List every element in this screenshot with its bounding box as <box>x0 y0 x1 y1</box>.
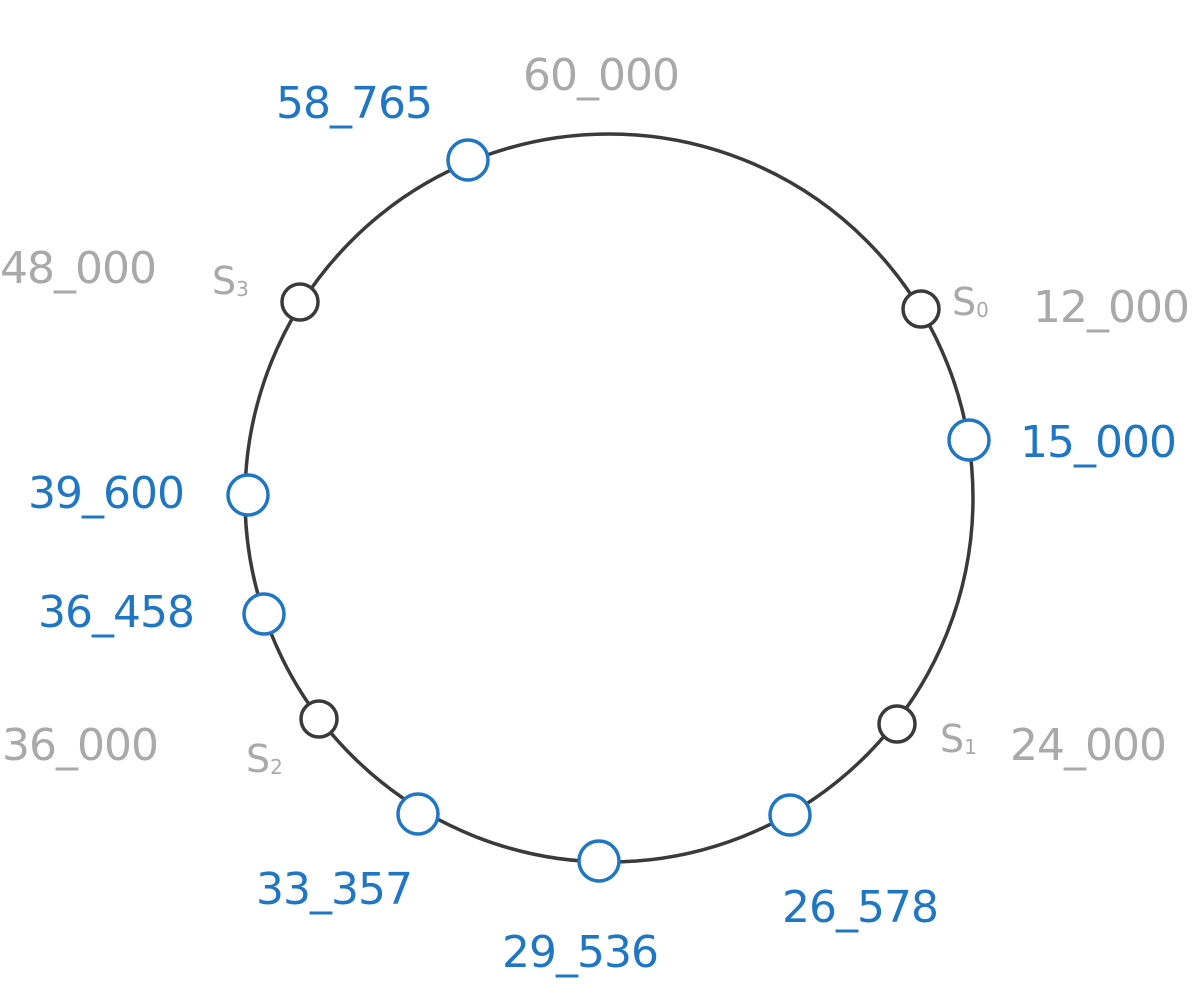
server-node <box>280 282 320 322</box>
server-s2: S2 36_000 <box>2 699 339 781</box>
hash-ring <box>243 132 975 864</box>
server-index: 0 <box>976 298 989 322</box>
server-position-label: 48_000 <box>0 243 156 294</box>
key-node <box>396 792 440 836</box>
key-position-label: 33_357 <box>256 864 412 915</box>
ring-max-label: 60_000 <box>523 50 679 101</box>
key-position-label: 39_600 <box>28 468 184 519</box>
key-node <box>947 418 991 462</box>
svg-text:S3: S3 <box>212 259 249 303</box>
server-position-label: 24_000 <box>1010 720 1166 771</box>
server-s3: S3 48_000 <box>0 243 320 322</box>
key-36458: 36_458 <box>38 587 286 638</box>
server-name: S <box>246 737 270 781</box>
key-position-label: 26_578 <box>782 882 938 933</box>
server-index: 2 <box>270 755 283 779</box>
server-index: 1 <box>964 735 977 759</box>
server-position-label: 12_000 <box>1033 282 1189 333</box>
key-node <box>577 839 621 883</box>
server-index: 3 <box>236 277 249 301</box>
key-node <box>242 592 286 636</box>
svg-text:S2: S2 <box>246 737 283 781</box>
server-s0: S0 12_000 <box>901 280 1190 333</box>
server-node <box>299 699 339 739</box>
server-s1: S1 24_000 <box>877 704 1167 771</box>
key-29536: 29_536 <box>502 839 659 978</box>
server-position-label: 36_000 <box>2 720 158 771</box>
key-node <box>768 793 812 837</box>
key-position-label: 36_458 <box>38 587 194 638</box>
svg-text:S1: S1 <box>940 717 977 761</box>
key-58765: 58_765 <box>276 78 490 182</box>
key-15000: 15_000 <box>947 417 1177 468</box>
server-name: S <box>212 259 236 303</box>
server-name: S <box>952 280 976 324</box>
server-node <box>877 704 917 744</box>
server-node <box>901 289 941 329</box>
key-26578: 26_578 <box>768 793 939 933</box>
key-position-label: 58_765 <box>276 78 432 129</box>
key-39600: 39_600 <box>28 468 270 519</box>
svg-text:S0: S0 <box>952 280 989 324</box>
key-position-label: 15_000 <box>1020 417 1176 468</box>
key-33357: 33_357 <box>256 792 440 915</box>
key-node <box>226 473 270 517</box>
key-position-label: 29_536 <box>502 927 658 978</box>
server-name: S <box>940 717 964 761</box>
key-node <box>446 138 490 182</box>
